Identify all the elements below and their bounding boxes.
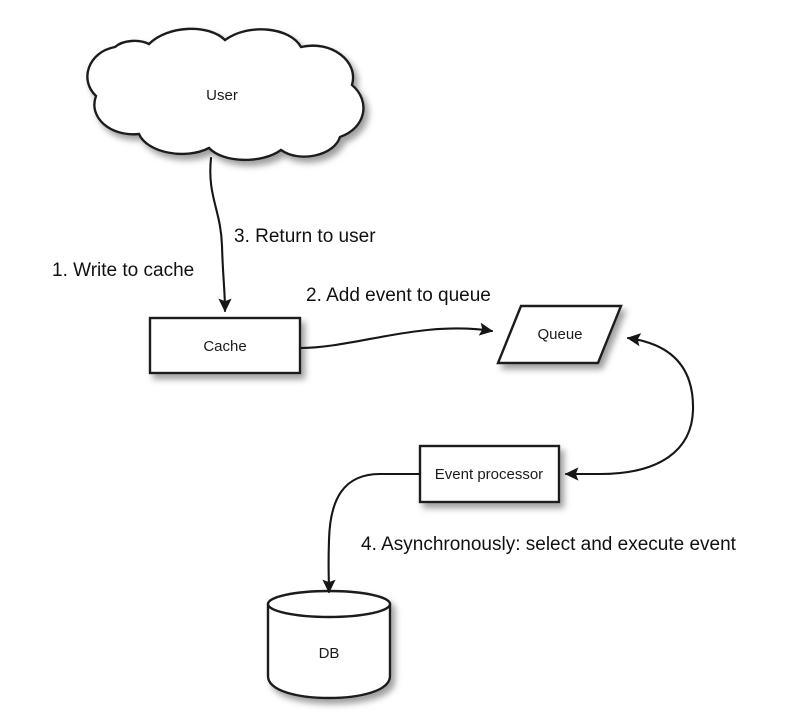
cache-shape (148, 316, 302, 375)
edge-queue-processor-loop[interactable] (564, 333, 695, 481)
node-event-processor[interactable]: Event processor (418, 444, 561, 504)
edge-processor-to-db[interactable] (322, 472, 422, 594)
node-db-label: DB (319, 645, 340, 662)
node-queue-label: Queue (537, 326, 582, 343)
node-user[interactable]: User (86, 27, 365, 162)
step-label-2: 2. Add event to queue (306, 285, 491, 306)
step-label-3: 3. Return to user (234, 226, 376, 247)
node-db[interactable]: DB (266, 589, 392, 700)
step-label-1: 1. Write to cache (52, 260, 194, 281)
node-event-processor-label: Event processor (435, 466, 543, 483)
db-cylinder-top (266, 589, 392, 619)
node-queue[interactable]: Queue (496, 304, 623, 365)
db-cylinder-body (266, 602, 392, 700)
event-processor-shape (418, 444, 561, 504)
node-cache-label: Cache (203, 338, 246, 355)
node-cache[interactable]: Cache (148, 316, 302, 375)
cloud-shape (86, 27, 365, 162)
node-user-label: User (206, 87, 238, 104)
edge-user-to-cache[interactable] (209, 156, 232, 313)
edge-cache-to-queue[interactable] (298, 322, 494, 350)
step-label-4: 4. Asynchronously: select and execute ev… (361, 534, 737, 555)
